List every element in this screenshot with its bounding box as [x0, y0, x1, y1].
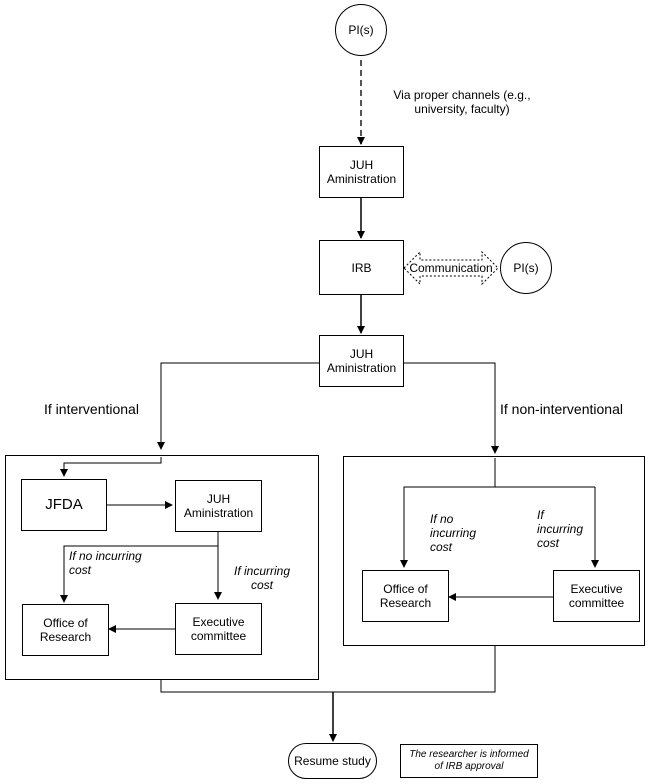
right-executive-committee-label: Executive committee	[568, 582, 625, 610]
pi-top-label: PI(s)	[348, 23, 374, 37]
juh-administration-label-1: JUH Aministration	[326, 158, 397, 186]
arrow-admin-to-office-left	[60, 545, 218, 603]
branch-non-interventional-label: If non-interventional	[500, 402, 623, 416]
pi-side-label: PI(s)	[513, 261, 539, 275]
informed-note-box: The researcher is informed of IRB approv…	[400, 744, 538, 778]
right-office-of-research-box: Office of Research	[362, 570, 449, 622]
communication-label: Communication	[405, 261, 497, 275]
left-cost-label: If incurring cost	[234, 564, 290, 592]
left-cost-text: If incurring cost	[234, 564, 291, 592]
informed-note-text: The researcher is informed of IRB approv…	[409, 749, 529, 772]
merge-line	[160, 646, 496, 693]
channels-note: Via proper channels (e.g., university, f…	[382, 88, 542, 116]
branch-interventional-text: If interventional	[44, 401, 139, 417]
branch-right-line	[403, 362, 499, 454]
channels-note-text: Via proper channels (e.g., university, f…	[393, 88, 531, 116]
juh-administration-box-3: JUH Aministration	[175, 480, 262, 532]
communication-arrow	[403, 250, 499, 286]
left-executive-committee-box: Executive committee	[175, 603, 262, 655]
juh-administration-box-2: JUH Aministration	[319, 335, 404, 387]
communication-text: Communication	[409, 261, 493, 275]
irb-label: IRB	[351, 260, 372, 275]
right-executive-committee-box: Executive committee	[553, 570, 640, 622]
left-no-cost-label: If no incurring cost	[69, 549, 142, 577]
branch-interventional-label: If interventional	[44, 402, 139, 416]
pi-side-node: PI(s)	[500, 242, 552, 294]
pi-top-node: PI(s)	[335, 4, 387, 56]
arrow-right-to-office	[400, 486, 595, 568]
branch-non-interventional-text: If non-interventional	[500, 401, 623, 417]
right-office-of-research-label: Office of Research	[379, 582, 432, 610]
left-office-of-research-label: Office of Research	[39, 616, 92, 644]
right-cost-label: If incurring cost	[537, 508, 583, 550]
juh-administration-label-2: JUH Aministration	[326, 347, 397, 375]
non-interventional-frame	[343, 456, 645, 646]
right-no-cost-text: If no incurring cost	[430, 512, 477, 554]
arrow-into-jfda	[60, 457, 162, 477]
branch-left-line	[157, 362, 319, 450]
irb-box: IRB	[319, 240, 404, 295]
juh-administration-box-1: JUH Aministration	[319, 146, 404, 198]
left-no-cost-text: If no incurring cost	[69, 549, 142, 577]
jfda-box: JFDA	[21, 479, 107, 531]
resume-study-label: Resume study	[294, 754, 371, 768]
resume-study-node: Resume study	[288, 743, 377, 779]
right-cost-text: If incurring cost	[537, 508, 584, 550]
juh-administration-label-3: JUH Aministration	[183, 492, 254, 520]
left-executive-committee-label: Executive committee	[190, 615, 247, 643]
interventional-frame	[5, 455, 319, 680]
right-no-cost-label: If no incurring cost	[430, 512, 476, 554]
left-office-of-research-box: Office of Research	[22, 604, 109, 656]
jfda-label: JFDA	[45, 496, 83, 513]
